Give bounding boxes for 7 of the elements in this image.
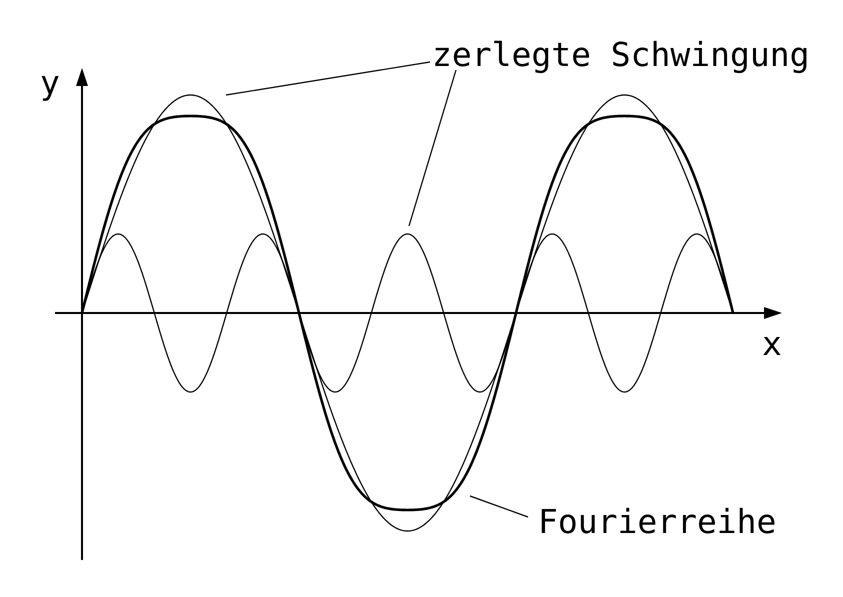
leader-line — [470, 495, 528, 518]
callout-label: zerlegte Schwingung — [432, 38, 810, 71]
axis-label: x — [762, 327, 782, 360]
leader-line — [226, 61, 430, 96]
callout-label: Fourierreihe — [538, 505, 776, 538]
leader-line — [408, 70, 457, 226]
axis-label: y — [40, 66, 60, 99]
